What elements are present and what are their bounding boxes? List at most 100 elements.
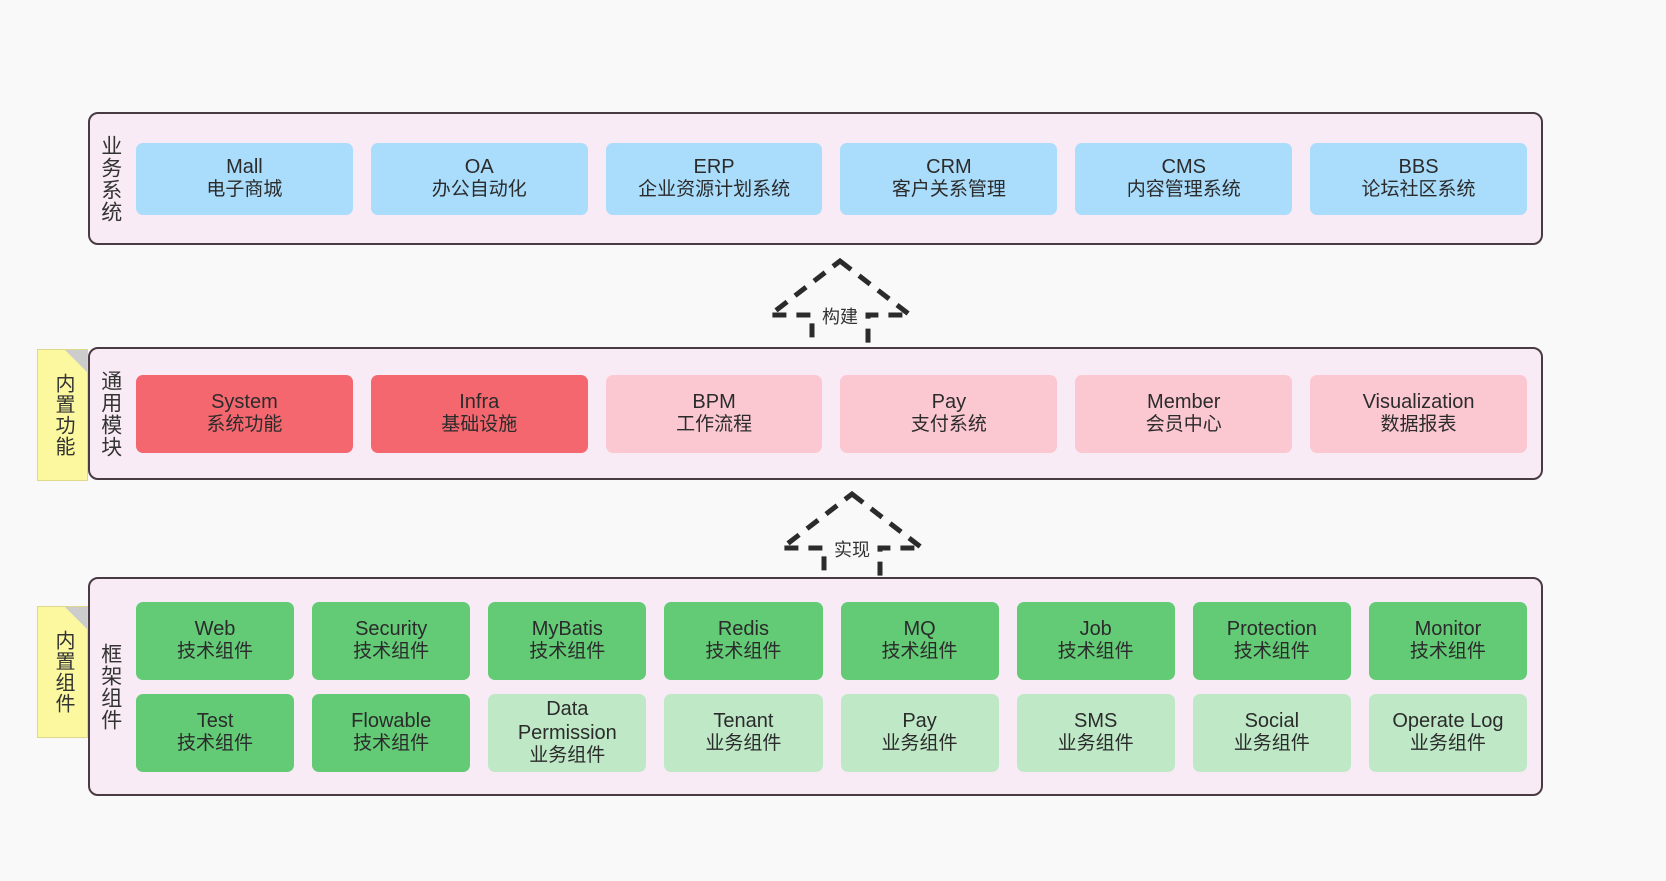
sticky-note-label: 内置组件: [52, 630, 74, 714]
sticky-note-builtin-features: 内置功能: [37, 349, 88, 481]
component-card-crm[interactable]: CRM 客户关系管理: [840, 142, 1058, 215]
component-row: Mall 电子商城 OA 办公自动化 ERP 企业资源计划系统 CRM 客户关系…: [136, 142, 1527, 215]
component-card-mall[interactable]: Mall 电子商城: [136, 142, 353, 215]
component-subtitle: 业务组件: [881, 733, 958, 755]
layer-caption-business: 业务系统: [98, 134, 122, 223]
component-subtitle: 技术组件: [353, 733, 430, 755]
component-subtitle: 技术组件: [1057, 641, 1134, 663]
component-subtitle: 技术组件: [1233, 641, 1310, 663]
component-title: OA: [464, 156, 494, 179]
component-subtitle: 电子商城: [206, 179, 283, 201]
component-title: Redis: [717, 618, 769, 641]
component-title: Tenant: [713, 710, 774, 733]
component-title: SMS: [1074, 710, 1118, 733]
component-subtitle: 业务组件: [1057, 733, 1134, 755]
component-title: Monitor: [1414, 618, 1482, 641]
component-row: System 系统功能 Infra 基础设施 BPM 工作流程 Pay 支付系统…: [136, 374, 1527, 453]
dashed-hollow-arrow-icon: [762, 257, 918, 356]
component-title: Pay: [902, 710, 937, 733]
layer-body-framework: Web 技术组件 Security 技术组件 MyBatis 技术组件 Redi…: [130, 579, 1541, 794]
component-subtitle: 企业资源计划系统: [638, 179, 791, 201]
component-card-operate-log[interactable]: Operate Log 业务组件: [1368, 693, 1527, 772]
component-subtitle: 技术组件: [529, 641, 606, 663]
component-subtitle: 技术组件: [353, 641, 430, 663]
component-subtitle: 技术组件: [177, 733, 254, 755]
component-title: Data Permission: [517, 698, 617, 745]
component-title: Flowable: [351, 710, 432, 733]
component-subtitle: 客户关系管理: [891, 179, 1006, 201]
component-subtitle: 内容管理系统: [1126, 179, 1241, 201]
component-title: Member: [1147, 391, 1221, 414]
layer-common-modules: 通用模块 System 系统功能 Infra 基础设施 BPM 工作流程 Pay…: [88, 347, 1543, 480]
component-card-data-permission[interactable]: Data Permission 业务组件: [488, 693, 647, 772]
component-row: Web 技术组件 Security 技术组件 MyBatis 技术组件 Redi…: [136, 601, 1527, 680]
layer-caption-framework: 框架组件: [98, 642, 122, 731]
component-card-oa[interactable]: OA 办公自动化: [370, 142, 588, 215]
component-subtitle: 业务组件: [1233, 733, 1310, 755]
component-subtitle: 数据报表: [1380, 414, 1457, 436]
component-subtitle: 技术组件: [1409, 641, 1486, 663]
component-card-pay[interactable]: Pay 支付系统: [840, 374, 1058, 453]
component-title: Operate Log: [1392, 710, 1504, 733]
component-card-protection[interactable]: Protection 技术组件: [1192, 601, 1351, 680]
component-card-sms[interactable]: SMS 业务组件: [1016, 693, 1175, 772]
component-title: BPM: [692, 391, 736, 414]
component-card-tenant[interactable]: Tenant 业务组件: [664, 693, 823, 772]
component-subtitle: 系统功能: [206, 414, 283, 436]
sticky-note-label: 内置功能: [52, 373, 74, 457]
layer-framework-components: 框架组件 Web 技术组件 Security 技术组件 MyBatis 技术组件…: [88, 577, 1543, 796]
component-card-pay-business[interactable]: Pay 业务组件: [840, 693, 999, 772]
component-title: MQ: [903, 618, 936, 641]
component-card-infra[interactable]: Infra 基础设施: [370, 374, 588, 453]
component-card-system[interactable]: System 系统功能: [136, 374, 353, 453]
component-card-mq[interactable]: MQ 技术组件: [840, 601, 999, 680]
component-title: BBS: [1398, 156, 1439, 179]
component-title: Social: [1244, 710, 1300, 733]
component-card-security[interactable]: Security 技术组件: [312, 601, 471, 680]
dashed-hollow-arrow-icon: [774, 490, 930, 589]
component-title: ERP: [693, 156, 735, 179]
component-title: System: [211, 391, 278, 414]
component-card-bpm[interactable]: BPM 工作流程: [605, 374, 823, 453]
component-subtitle: 技术组件: [881, 641, 958, 663]
component-title: Job: [1079, 618, 1112, 641]
component-subtitle: 支付系统: [910, 414, 987, 436]
component-card-redis[interactable]: Redis 技术组件: [664, 601, 823, 680]
connector-build: 构建: [760, 257, 920, 356]
component-title: Infra: [459, 391, 500, 414]
component-subtitle: 业务组件: [1409, 733, 1486, 755]
component-card-bbs[interactable]: BBS 论坛社区系统: [1310, 142, 1527, 215]
component-subtitle: 工作流程: [676, 414, 753, 436]
component-subtitle: 论坛社区系统: [1361, 179, 1476, 201]
component-card-erp[interactable]: ERP 企业资源计划系统: [605, 142, 823, 215]
component-title: Mall: [226, 156, 263, 179]
component-subtitle: 办公自动化: [431, 179, 527, 201]
component-subtitle: 技术组件: [705, 641, 782, 663]
component-title: Pay: [931, 391, 967, 414]
component-card-monitor[interactable]: Monitor 技术组件: [1368, 601, 1527, 680]
sticky-note-builtin-components: 内置组件: [37, 606, 88, 738]
component-title: Visualization: [1362, 391, 1475, 414]
component-subtitle: 业务组件: [529, 745, 606, 767]
layer-body-modules: System 系统功能 Infra 基础设施 BPM 工作流程 Pay 支付系统…: [130, 349, 1541, 478]
component-title: Security: [355, 618, 428, 641]
component-card-visualization[interactable]: Visualization 数据报表: [1310, 374, 1527, 453]
component-card-social[interactable]: Social 业务组件: [1192, 693, 1351, 772]
component-title: MyBatis: [531, 618, 603, 641]
component-title: CRM: [926, 156, 972, 179]
component-card-flowable[interactable]: Flowable 技术组件: [312, 693, 471, 772]
component-card-cms[interactable]: CMS 内容管理系统: [1075, 142, 1293, 215]
connector-realize: 实现: [772, 490, 932, 589]
component-card-job[interactable]: Job 技术组件: [1016, 601, 1175, 680]
component-card-test[interactable]: Test 技术组件: [136, 693, 295, 772]
component-card-member[interactable]: Member 会员中心: [1075, 374, 1293, 453]
component-card-web[interactable]: Web 技术组件: [136, 601, 295, 680]
layer-business-systems: 业务系统 Mall 电子商城 OA 办公自动化 ERP 企业资源计划系统 CRM…: [88, 112, 1543, 245]
component-subtitle: 业务组件: [705, 733, 782, 755]
component-card-mybatis[interactable]: MyBatis 技术组件: [488, 601, 647, 680]
component-subtitle: 基础设施: [441, 414, 518, 436]
component-title: CMS: [1161, 156, 1206, 179]
component-subtitle: 技术组件: [177, 641, 254, 663]
layer-caption-modules: 通用模块: [98, 369, 122, 458]
component-title: Test: [196, 710, 234, 733]
